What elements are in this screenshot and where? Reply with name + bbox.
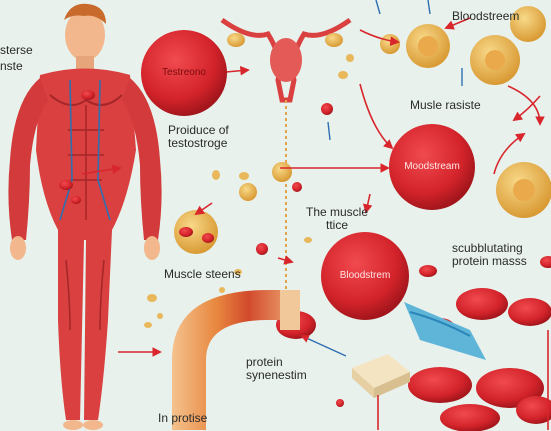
bloodstream-bubble — [321, 232, 409, 320]
arrows — [81, 17, 549, 430]
testosterone-label: Testreono — [162, 67, 206, 78]
testosterone-bubble — [141, 30, 227, 116]
blue-arrows — [300, 0, 463, 357]
produce-testosterone-label: Proiduce of testostroge — [168, 123, 229, 150]
bloodstream-top-label: Bloodstreem — [452, 9, 520, 23]
human-body-figure — [8, 3, 162, 430]
bloodstream-label: Bloodstrem — [339, 270, 391, 281]
left-edge-label-2: nste — [0, 59, 23, 73]
moodstream-bubble — [389, 124, 475, 210]
uterus-organ — [220, 17, 352, 300]
fat-cell-cluster — [174, 6, 551, 254]
protein-mass-label: scubblutating protein masss — [452, 241, 527, 268]
muscle-steens-label: Muscle steens — [164, 267, 241, 281]
moodstream-label: Moodstream — [404, 161, 460, 172]
muscle-resist-label: Musle rasiste — [410, 98, 481, 112]
left-edge-label-1: sterse — [0, 43, 33, 57]
curved-tube — [172, 290, 300, 430]
protein-block — [352, 354, 410, 398]
protein-synthesis-label: protein synenestim — [246, 355, 307, 382]
in-protise-label: In protise — [158, 411, 208, 425]
muscle-tissue-label: The muscle ttice — [306, 205, 369, 232]
fat-dots — [144, 54, 413, 328]
blood-cells — [256, 103, 551, 431]
blood-vessel — [404, 302, 486, 360]
